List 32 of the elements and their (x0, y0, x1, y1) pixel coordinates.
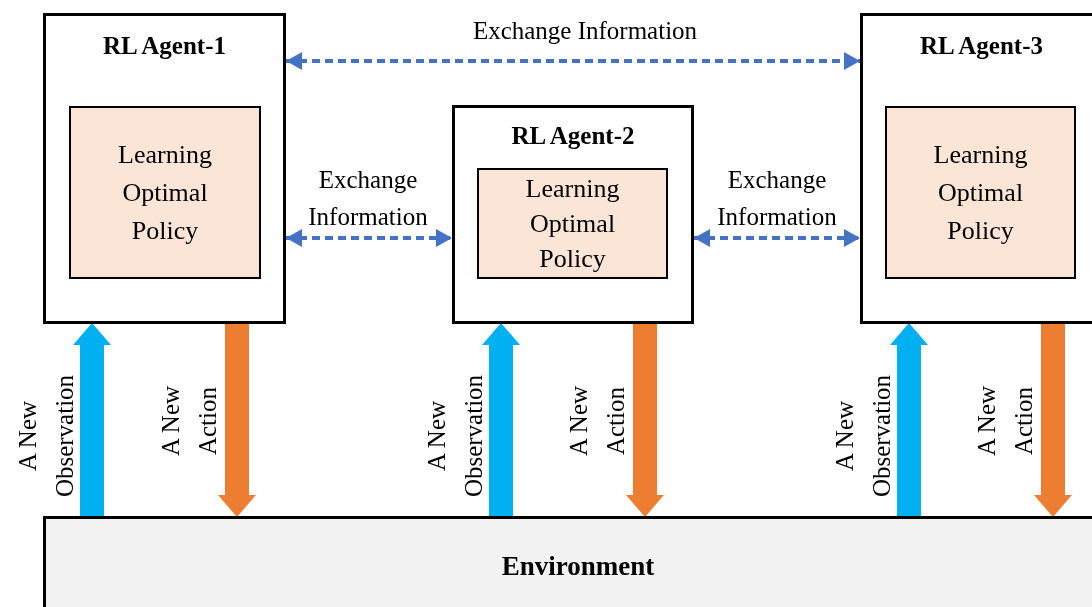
policy-label: Learning Optimal Policy (524, 173, 621, 275)
environment-label: Environment (501, 550, 655, 582)
agent-title: RL Agent-1 (102, 32, 227, 60)
policy-box (69, 106, 261, 279)
policy-box (885, 106, 1076, 279)
policy-label: Learning Optimal Policy (117, 138, 213, 247)
action-arrow (218, 324, 256, 517)
edge-label: A New Observation (13, 373, 79, 500)
exchange-arrow (694, 229, 860, 247)
environment-box (43, 516, 1092, 607)
edge-label: Exchange Information (471, 15, 699, 46)
exchange-arrow (286, 229, 452, 247)
action-arrow (1034, 324, 1072, 517)
agent-box (452, 105, 694, 324)
policy-box (477, 168, 668, 279)
agent-box (860, 13, 1092, 324)
edge-label: Exchange Information (307, 165, 429, 232)
policy-label: Learning Optimal Policy (932, 138, 1029, 247)
agent-box (43, 13, 286, 324)
agent-title: RL Agent-3 (919, 32, 1044, 60)
action-arrow (626, 324, 664, 517)
agent-title: RL Agent-2 (510, 122, 636, 150)
observation-arrow (890, 323, 928, 516)
edge-label: A New Observation (830, 373, 896, 500)
edge-label: Exchange Information (716, 165, 838, 232)
exchange-arrow (286, 52, 860, 70)
edge-label: A New Observation (422, 373, 488, 500)
edge-label: A New Action (156, 384, 222, 459)
edge-label: A New Action (564, 384, 630, 459)
observation-arrow (482, 323, 520, 516)
observation-arrow (73, 323, 111, 516)
edge-label: A New Action (972, 384, 1038, 459)
